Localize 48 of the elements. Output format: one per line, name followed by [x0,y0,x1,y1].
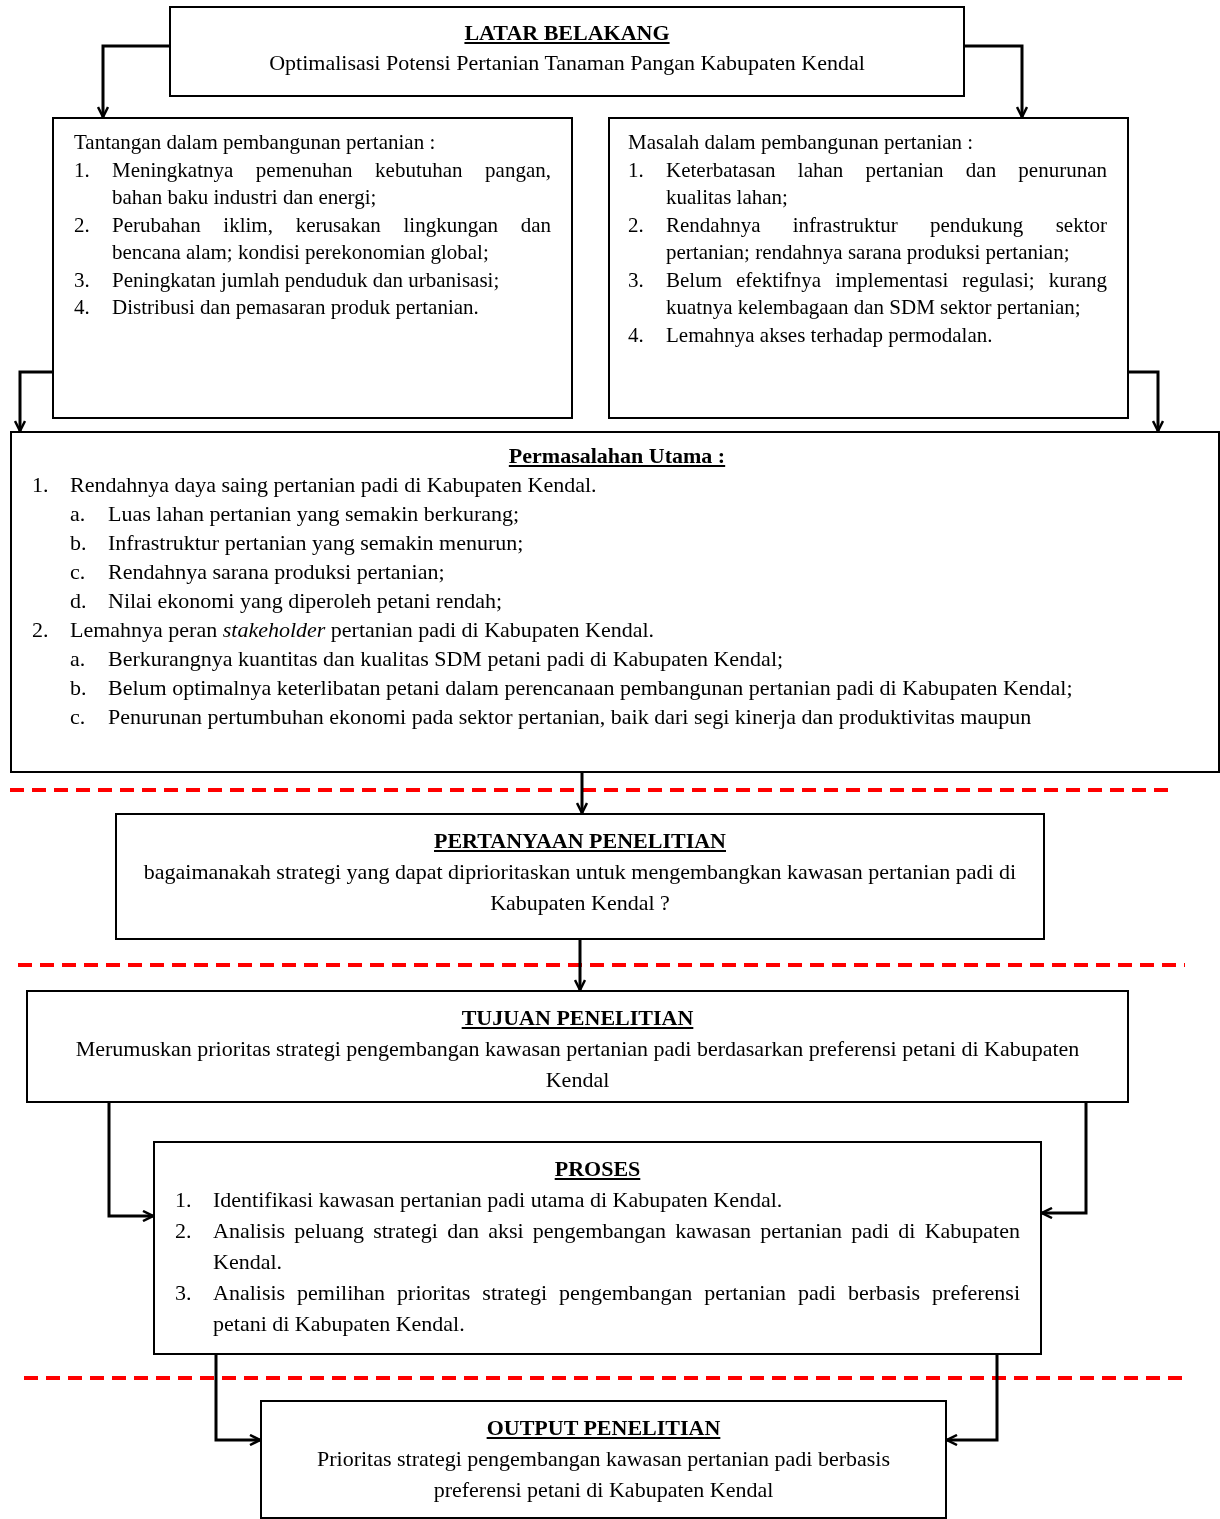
list-subitem: a. Berkurangnya kuantitas dan kualitas SDM petani padi di Kabupaten Kendal; [70,645,785,673]
box-text: bagaimanakah strategi yang dapat diprioritaskan untuk mengembangkan kawasan pertanian padi di Kabupaten Kendal ? [143,858,1017,917]
arrow [573,940,587,992]
box-text: Tantangan dalam pembangunan pertanian : [74,129,437,156]
arrow [107,1103,155,1223]
process-box [115,813,1045,940]
arrow [1129,370,1165,433]
process-box [169,6,965,97]
list-subitem: b. Infrastruktur pertanian yang semakin menurun; [70,529,525,557]
process-box [260,1400,947,1519]
list-item: 1. Identifikasi kawasan pertanian padi utama di Kabupaten Kendal. [175,1186,784,1214]
list-item: 4. Distribusi dan pemasaran produk pertanian. [74,294,480,321]
list-subitem: b. Belum optimalnya keterlibatan petani dalam perencanaan pembangunan pertanian padi di Kabupaten Kendal; [70,674,1074,702]
list-item: 1. Keterbatasan lahan pertanian dan penurunan kualitas lahan; [628,156,1107,211]
list-item: 2. Lemahnya peran stakeholder pertanian padi di Kabupaten Kendal. [32,616,656,644]
process-box [10,431,1220,773]
arrow [96,44,169,119]
box-heading: Permasalahan Utama : [507,442,727,470]
box-heading: PROSES [553,1155,642,1183]
box-heading: LATAR BELAKANG [463,19,671,47]
process-box [52,117,573,419]
box-text: Optimalisasi Potensi Pertanian Tanaman Pangan Kabupaten Kendal [268,49,866,77]
process-box [608,117,1129,419]
list-item: 3. Analisis pemilihan prioritas strategi pengembangan pertanian padi berbasis preferensi petani di Kabupaten Kendal. [175,1279,1020,1338]
list-subitem: c. Rendahnya sarana produksi pertanian; [70,558,446,586]
list-item: 3. Peningkatan jumlah penduduk dan urbanisasi; [74,266,501,294]
list-subitem: c. Penurunan pertumbuhan ekonomi pada sektor pertanian, baik dari segi kinerja dan produktivitas maupun [70,703,1033,731]
list-item: 1. Rendahnya daya saing pertanian padi di Kabupaten Kendal. [32,471,598,499]
list-item: 2. Analisis peluang strategi dan aksi pengembangan kawasan pertanian padi di Kabupaten Kendal. [175,1217,1020,1276]
box-heading: PERTANYAAN PENELITIAN [433,827,727,855]
list-subitem: a. Luas lahan pertanian yang semakin berkurang; [70,500,521,528]
arrow [13,370,52,433]
list-item: 3. Belum efektifnya implementasi regulasi; kurang kuatnya kelembagaan dan SDM sektor pertanian; [628,266,1107,321]
arrow [575,773,589,815]
arrow [965,44,1029,119]
box-text: Merumuskan prioritas strategi pengembangan kawasan pertanian padi berdasarkan preferensi petani di Kabupaten Kendal [74,1035,1081,1094]
list-item: 2. Perubahan iklim, kerusakan lingkungan dan bencana alam; kondisi perekonomian global; [74,211,551,266]
process-box [26,990,1129,1103]
list-item: 2. Rendahnya infrastruktur pendukung sektor pertanian; rendahnya sarana produksi pertanian; [628,211,1107,266]
box-heading: OUTPUT PENELITIAN [485,1414,722,1442]
box-text: Masalah dalam pembangunan pertanian : [628,129,975,156]
list-item: 1. Meningkatnya pemenuhan kebutuhan pangan, bahan baku industri dan energi; [74,156,551,211]
box-heading: TUJUAN PENELITIAN [460,1004,695,1032]
list-subitem: d. Nilai ekonomi yang diperoleh petani rendah; [70,587,504,615]
list-item: 4. Lemahnya akses terhadap permodalan. [628,321,994,349]
arrow [214,1355,262,1447]
process-box [153,1141,1042,1355]
box-text: Prioritas strategi pengembangan kawasan pertanian padi berbasis preferensi petani di Kabupaten Kendal [316,1445,891,1504]
